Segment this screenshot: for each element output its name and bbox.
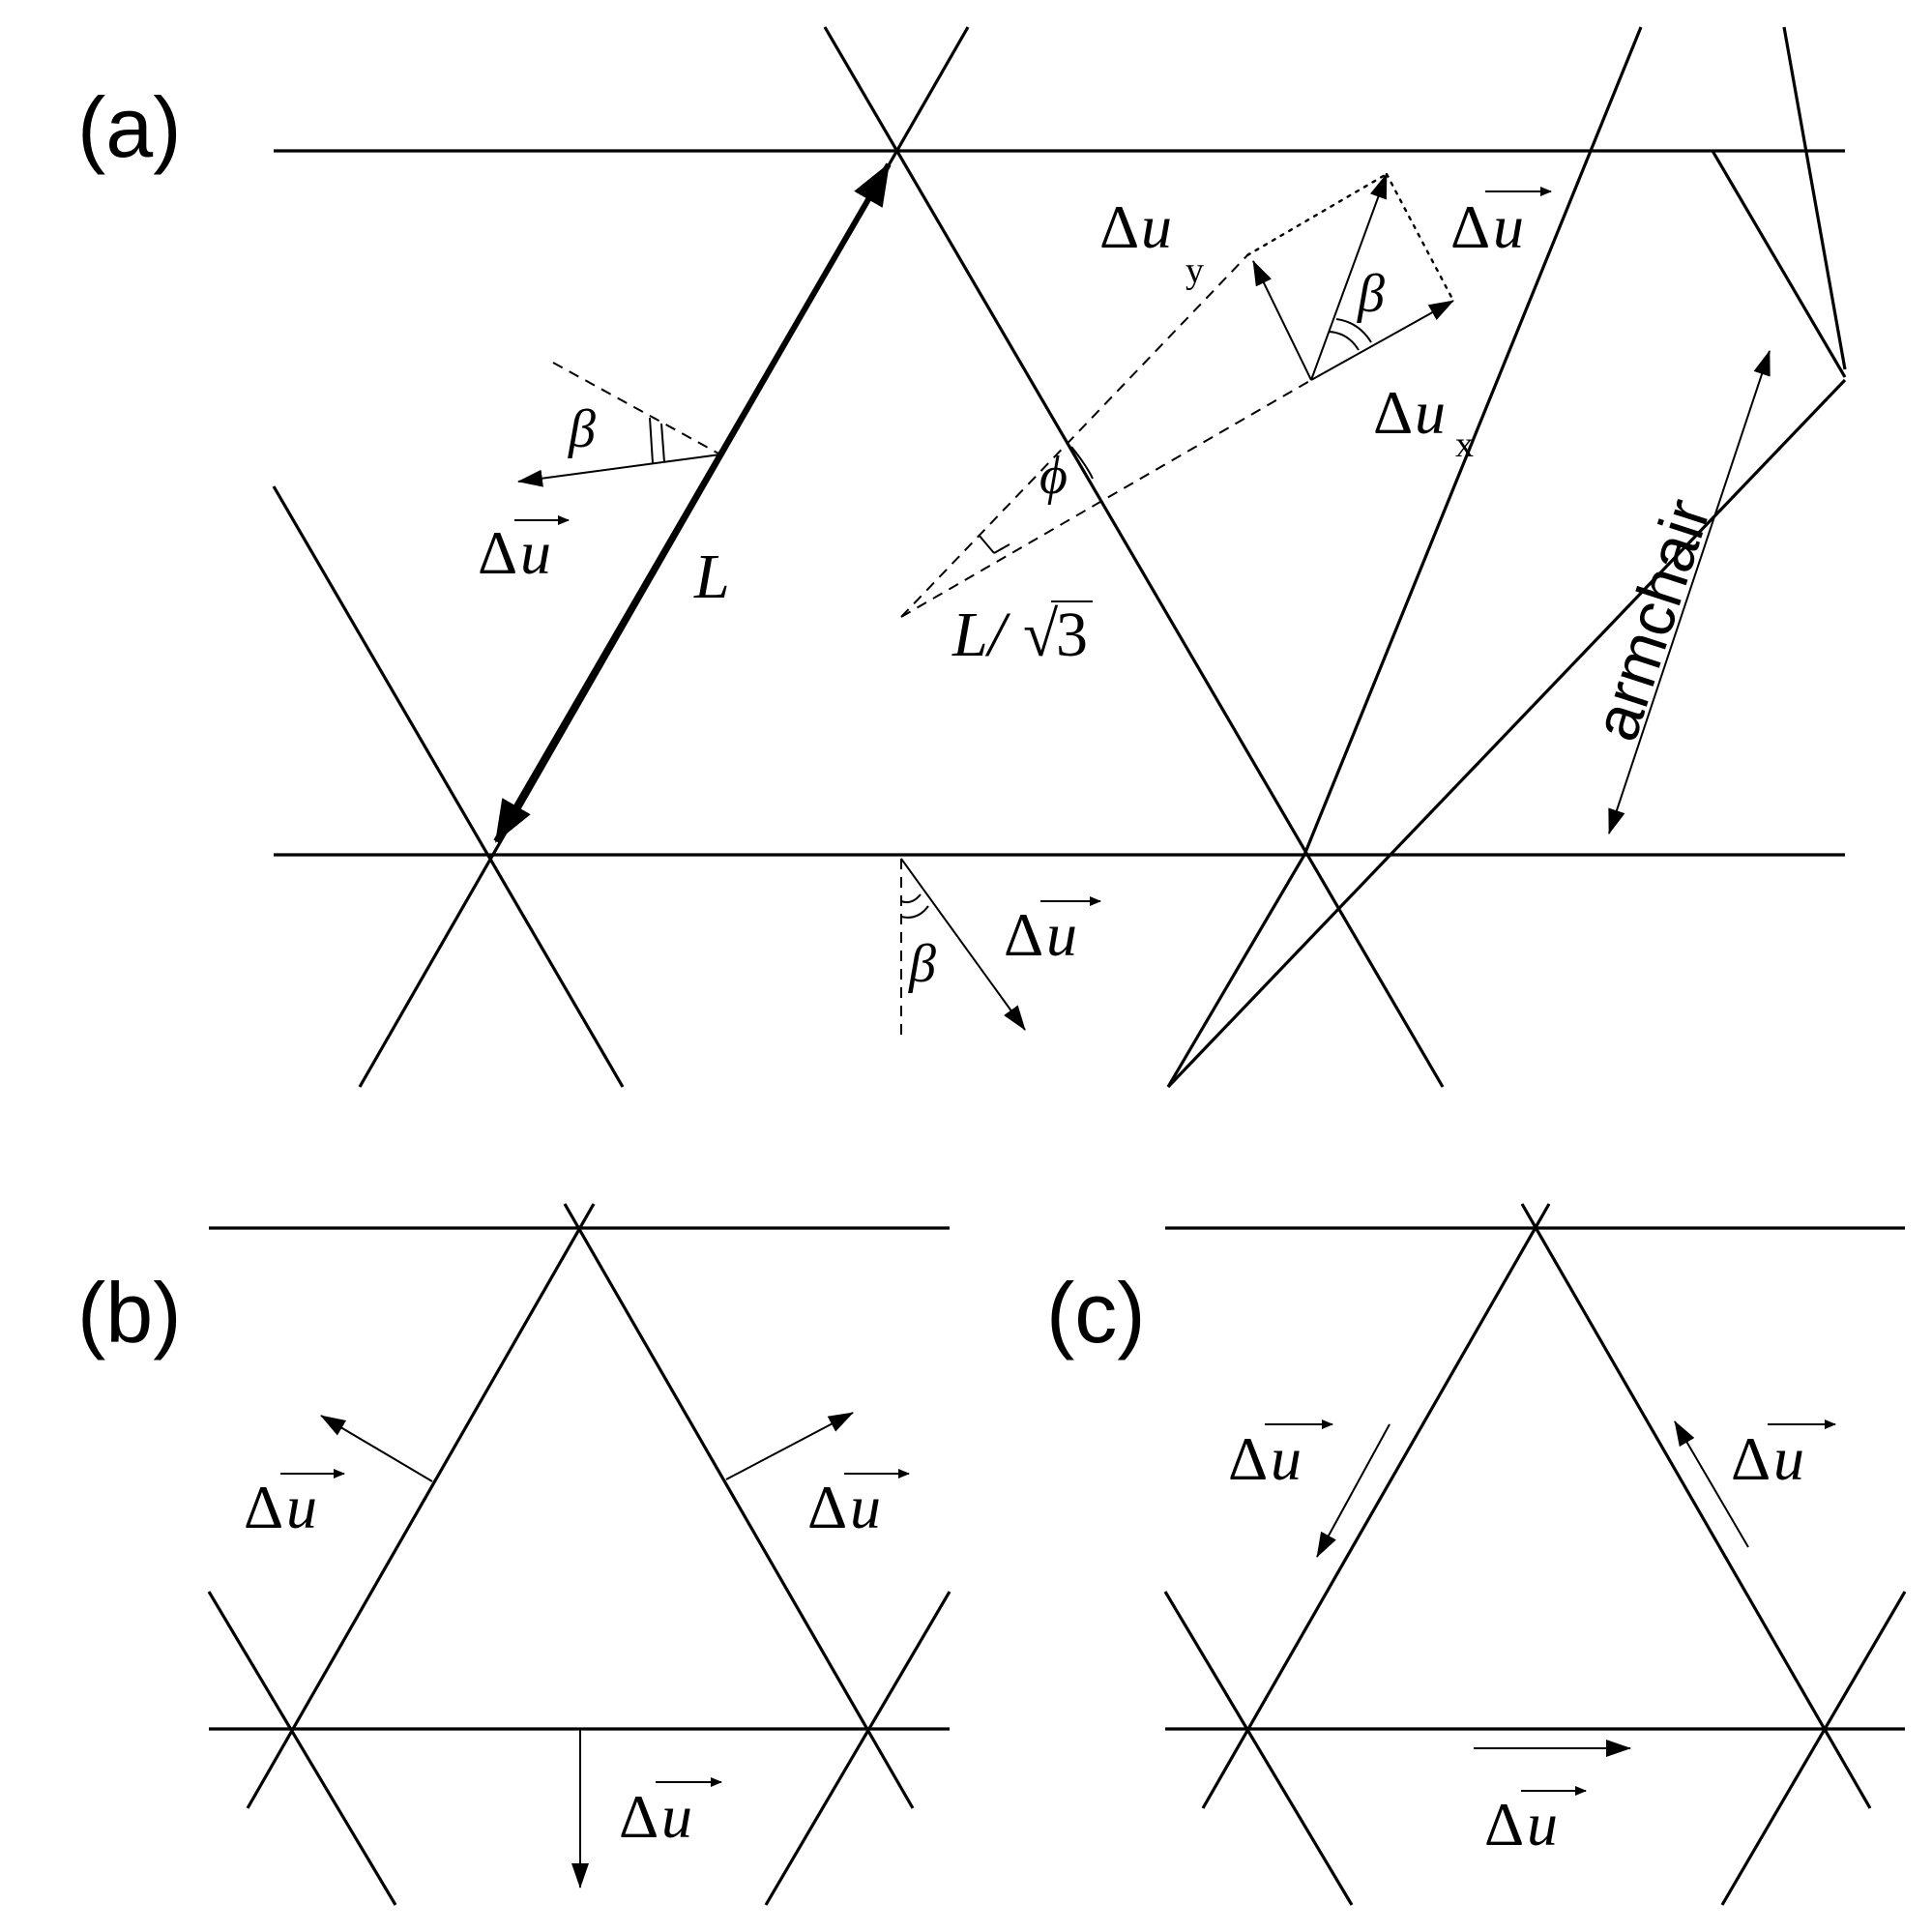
dotted-component-x (1385, 172, 1455, 303)
delta-u-label-bottom: Δ u (619, 1777, 722, 1851)
svg-text:u: u (1141, 192, 1172, 261)
delta-u-arrow-right (1674, 1420, 1749, 1548)
lattice-line-diag-8 (1711, 150, 1847, 378)
delta-uy-label: Δ u y (1099, 192, 1204, 291)
svg-text:Δ: Δ (1373, 378, 1413, 447)
delta-u-arrow-left (1316, 1423, 1390, 1558)
svg-text:u: u (1773, 1424, 1804, 1493)
svg-text:Δ: Δ (619, 1782, 659, 1851)
svg-text:Δ: Δ (807, 1473, 847, 1541)
svg-text:√: √ (1023, 600, 1059, 670)
svg-text:Δ: Δ (1099, 192, 1139, 261)
svg-text:u: u (1271, 1424, 1302, 1493)
panel-b: (b) Δ u Δ u Δ u (77, 1203, 951, 1906)
svg-text:u: u (1493, 192, 1524, 261)
delta-u-label-left: Δ u (1228, 1420, 1333, 1493)
svg-text:Δ: Δ (1450, 192, 1490, 261)
svg-text:Δ: Δ (244, 1473, 283, 1541)
svg-text:u: u (286, 1473, 317, 1541)
delta-u-arrow-bottom (900, 858, 1026, 1031)
svg-text:3: 3 (1056, 600, 1088, 670)
svg-text:u: u (850, 1473, 881, 1541)
delta-u-arrow-upper (1310, 173, 1388, 381)
lattice-line-diag-3 (1163, 1591, 1354, 1906)
svg-text:u: u (1415, 378, 1446, 447)
svg-text:Δ: Δ (1484, 1790, 1524, 1859)
edge-over-root3-label: L/ √ 3 (951, 600, 1093, 670)
svg-text:u: u (661, 1782, 692, 1851)
panel-a-label: (a) (77, 79, 182, 175)
edge-length-label: L (693, 542, 730, 612)
lattice-line-diag-1 (1520, 1203, 1872, 1809)
lattice-line-diag-1 (563, 1203, 915, 1809)
lattice-line-diag-7 (1782, 26, 1847, 370)
edge-length-arrow (493, 162, 892, 843)
beta-tick-left-1 (649, 417, 654, 464)
lattice-line-diag-3 (207, 1591, 397, 1906)
delta-u-arrow-left (320, 1415, 433, 1482)
lattice-line-diag-1 (823, 26, 1445, 1088)
delta-u-label-left: Δ u (478, 515, 570, 587)
dotted-component-y (1245, 172, 1389, 257)
phi-arc (1070, 446, 1094, 480)
delta-u-label-bottom: Δ u (1004, 896, 1101, 969)
dashed-to-delta-uy (900, 252, 1250, 618)
beta-arc-upper-1 (1328, 331, 1360, 351)
delta-u-label-left: Δ u (244, 1469, 345, 1541)
dashed-to-delta-ux (900, 379, 1312, 618)
lattice-line-diag-2 (1201, 1203, 1551, 1809)
lattice-line-diag-5 (1166, 854, 1306, 1088)
lattice-line-diag-4 (1720, 1591, 1907, 1906)
beta-label-left: β (568, 399, 596, 459)
svg-text:u: u (1527, 1790, 1558, 1859)
panel-b-label: (b) (77, 1265, 182, 1361)
delta-u-label-right: Δ u (807, 1469, 910, 1541)
delta-u-label-bottom: Δ u (1484, 1786, 1587, 1859)
svg-text:Δ: Δ (1004, 900, 1043, 969)
armchair-label: armchair (1579, 490, 1724, 748)
panel-c-label: (c) (1046, 1265, 1146, 1361)
armchair-direction-arrow (1608, 350, 1771, 834)
svg-text:L/: L/ (951, 600, 1011, 670)
lattice-line-diag-4 (1166, 378, 1847, 1089)
svg-text:Δ: Δ (1731, 1424, 1771, 1493)
phi-label: ϕ (1039, 446, 1068, 506)
right-angle-mark-1 (978, 534, 995, 554)
delta-u-arrow-left (517, 454, 721, 487)
delta-ux-arrow (1310, 300, 1454, 381)
beta-arc-bottom-2 (900, 905, 929, 919)
beta-label-bottom: β (908, 934, 936, 994)
svg-text:Δ: Δ (478, 518, 517, 587)
beta-label-upper: β (1357, 264, 1385, 324)
delta-uy-arrow (1252, 260, 1312, 381)
delta-ux-label: Δ u x (1373, 378, 1474, 465)
svg-text:x: x (1455, 424, 1474, 465)
beta-arc-bottom-1 (900, 893, 922, 904)
lattice-line-diag-3 (272, 485, 625, 1088)
svg-text:u: u (520, 518, 551, 587)
lattice-line-diag-6 (1303, 26, 1643, 856)
panel-a: (a) L β Δ u ϕ (77, 26, 1847, 1089)
right-angle-mark-2 (993, 543, 1010, 554)
delta-u-label-right: Δ u (1731, 1420, 1836, 1493)
beta-tick-left-2 (660, 423, 665, 463)
normal-dashed-left (552, 362, 721, 455)
svg-text:u: u (1046, 900, 1077, 969)
lattice-line-diag-2 (246, 1203, 596, 1809)
svg-text:Δ: Δ (1228, 1424, 1268, 1493)
beta-arc-upper-2 (1335, 318, 1372, 343)
panel-c: (c) Δ u Δ u Δ u (1046, 1203, 1907, 1906)
svg-text:y: y (1186, 250, 1204, 291)
delta-u-label-upper: Δ u (1450, 187, 1552, 261)
delta-u-arrow-right (725, 1412, 854, 1480)
lattice-line-diag-4 (764, 1591, 951, 1906)
